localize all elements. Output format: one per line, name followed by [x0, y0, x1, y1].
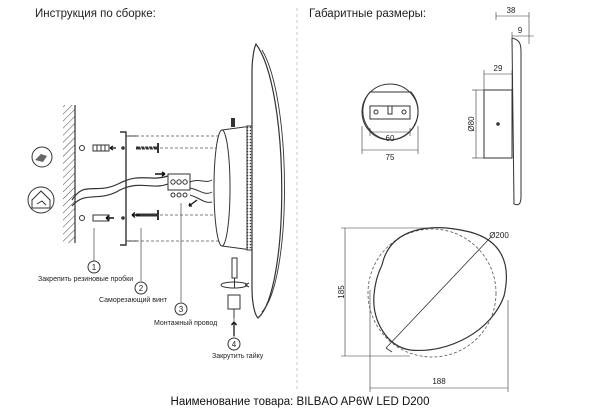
svg-text:1: 1	[92, 263, 97, 272]
step-3-label: Монтажный провод	[154, 320, 218, 327]
drill-icon	[31, 146, 53, 168]
dim-front-height: 185	[337, 285, 346, 299]
dim-side-mount: 29	[494, 64, 503, 73]
svg-text:3: 3	[179, 305, 184, 314]
dim-side-thin: 9	[518, 26, 523, 35]
svg-text:2: 2	[139, 284, 144, 293]
dim-side-height: Ø80	[467, 116, 476, 132]
product-name: Наименование товара: BILBAO AP6W LED D20…	[170, 396, 430, 408]
step-4-label: Закрутить гайку	[212, 353, 264, 360]
step-3-circle: 3	[174, 302, 188, 316]
dim-mount-width: 75	[386, 153, 395, 162]
wall-cable	[71, 175, 169, 201]
wall-hole-bottom	[79, 215, 85, 221]
arrow-plug-top	[109, 145, 116, 151]
mount-plate-view	[361, 83, 419, 141]
lamp-shade-disc	[251, 42, 285, 319]
leader-lines	[93, 203, 235, 337]
dimensions-heading: Габаритные размеры:	[309, 8, 427, 20]
bottom-screw	[231, 257, 238, 288]
rubber-plug-top	[92, 144, 110, 152]
dim-front-width: 188	[432, 377, 446, 386]
side-view	[483, 37, 522, 206]
arrow-plug-bottom	[105, 214, 114, 222]
wall-hole-top	[79, 145, 85, 151]
front-view	[367, 227, 508, 358]
guide-lines	[126, 135, 222, 242]
dim-front-diameter: Ø200	[489, 231, 509, 240]
step-4-circle: 4	[227, 337, 241, 351]
step-1-circle: 1	[87, 260, 101, 274]
step-2-label: Саморезающий винт	[99, 297, 167, 304]
nut-tightening	[220, 281, 250, 318]
step-1-label: Закрепить резиновые пробки	[38, 276, 134, 283]
top-nut	[231, 118, 235, 127]
assembly-heading: Инструкция по сборке:	[35, 8, 156, 20]
svg-text:4: 4	[232, 340, 237, 349]
wall	[63, 105, 76, 243]
dim-mount-holes: 60	[386, 134, 395, 143]
dim-side-depth: 38	[507, 6, 516, 15]
house-warning-icon	[27, 186, 55, 214]
self-tapping-screw-top	[136, 143, 159, 153]
step-2-circle: 2	[134, 281, 148, 295]
terminal-block	[167, 173, 191, 198]
